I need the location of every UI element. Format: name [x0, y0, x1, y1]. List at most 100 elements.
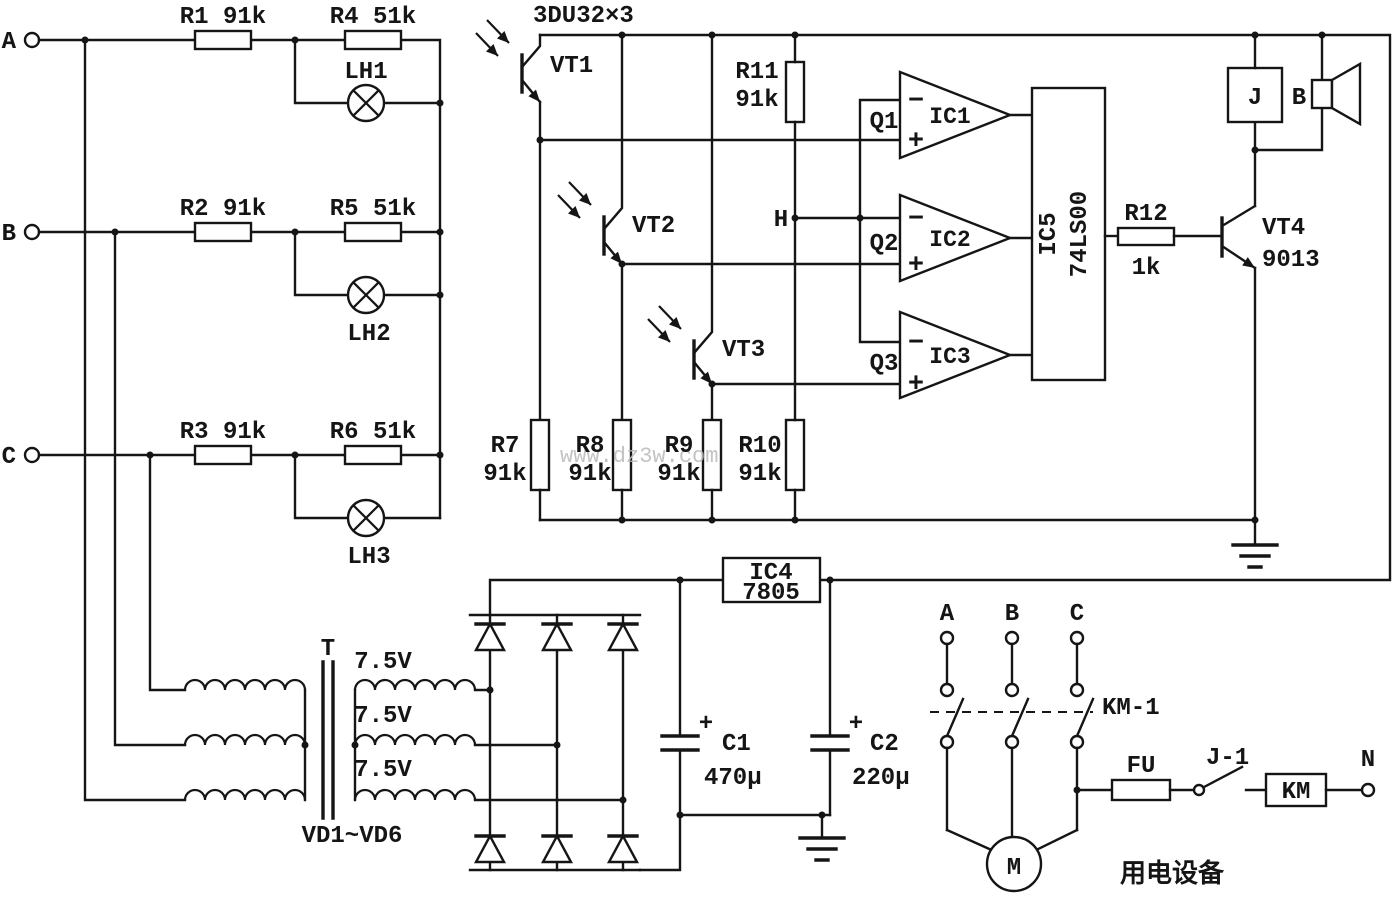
resistor-r3 [193, 444, 253, 466]
transformer-t-label: T [321, 636, 335, 663]
primary-winding-1 [183, 678, 307, 691]
vt3-label: VT3 [722, 337, 765, 364]
q2-label: Q2 [870, 231, 899, 258]
j1-contact-blade [1202, 765, 1244, 789]
ground-symbol-right [1231, 518, 1279, 569]
fuse-fu [1110, 778, 1172, 802]
watermark-text: www.dz3w.com [560, 444, 718, 469]
n-terminal-label: N [1361, 747, 1375, 774]
reference-net [793, 33, 902, 422]
r9-name: R9 [665, 433, 694, 460]
r3-label: R3 91k [180, 419, 266, 446]
ic4-part: 7805 [742, 580, 800, 607]
phase-c-net [23, 446, 442, 692]
load-phase-c-label: C [1070, 601, 1084, 628]
ic5-name: IC5 [1036, 212, 1063, 255]
terminal-c [23, 446, 41, 464]
r10-name: R10 [738, 433, 781, 460]
lamp-lh1 [346, 83, 386, 123]
resistor-r2 [193, 221, 253, 243]
lh2-label: LH2 [347, 321, 390, 348]
nand-ic5 [1030, 86, 1120, 382]
lamp-lh3 [346, 498, 386, 538]
phototransistor-type-label: 3DU32×3 [533, 3, 634, 30]
r7-value: 91k [483, 461, 526, 488]
comparator-ic1 [898, 70, 1034, 160]
km1-label: KM-1 [1102, 695, 1160, 722]
diode [540, 833, 574, 864]
ic1-plus-sign: + [908, 127, 924, 157]
km1-contacts [930, 697, 1095, 738]
load-phase-b-label: B [1005, 601, 1019, 628]
resistor-r1 [193, 29, 253, 51]
ground-rail [538, 488, 1257, 522]
winding2-voltage: 7.5V [354, 703, 412, 730]
transformer [183, 660, 625, 820]
ic2-minus-sign: − [908, 205, 924, 235]
r10-value: 91k [738, 461, 781, 488]
c1-value: 470μ [704, 765, 762, 792]
c2-name: C2 [870, 731, 899, 758]
capacitor-c2 [810, 578, 850, 817]
ic2-label: IC2 [929, 227, 970, 253]
primary-winding-3 [183, 788, 307, 801]
relay-j-label: J [1248, 85, 1262, 112]
regulator-ic4 [721, 556, 822, 604]
diode [473, 621, 507, 652]
ic3-plus-sign: + [908, 370, 924, 400]
r11-value: 91k [735, 87, 778, 114]
load-terminal-c [1069, 630, 1085, 646]
winding3-voltage: 7.5V [354, 757, 412, 784]
vt3-phototransistor [647, 33, 902, 422]
power-supply [183, 556, 850, 872]
load-caption: 用电设备 [1120, 859, 1225, 890]
r5-label: R5 51k [330, 196, 416, 223]
lamp-lh2 [346, 275, 386, 315]
vt1-label: VT1 [550, 53, 593, 80]
r12-name: R12 [1124, 201, 1167, 228]
resistor-r5 [343, 221, 403, 243]
q3-label: Q3 [870, 351, 899, 378]
r8-name: R8 [576, 433, 605, 460]
secondary-winding-1 [353, 678, 477, 691]
rectifier-label: VD1~VD6 [302, 823, 403, 850]
r1-label: R1 91k [180, 4, 266, 31]
primary-winding-2 [183, 733, 307, 746]
vt4-part: 9013 [1262, 247, 1320, 274]
q1-label: Q1 [870, 109, 899, 136]
r9-value: 91k [657, 461, 700, 488]
r6-label: R6 51k [330, 419, 416, 446]
terminal-c-label: C [2, 444, 16, 471]
relay-coil-j [1226, 66, 1284, 124]
resistor-r4 [343, 29, 403, 51]
capacitor-c1 [660, 578, 700, 817]
r12-value: 1k [1132, 255, 1161, 282]
j1-label: J-1 [1206, 745, 1249, 772]
lh1-label: LH1 [344, 59, 387, 86]
winding1-voltage: 7.5V [354, 649, 412, 676]
sounder-symbol [1253, 33, 1362, 152]
diode [606, 833, 640, 864]
resistor-r6 [343, 444, 403, 466]
lh3-label: LH3 [347, 544, 390, 571]
phase-a-net [23, 31, 442, 802]
load-terminal-b [1004, 630, 1020, 646]
vt2-phototransistor [557, 33, 902, 422]
terminal-b-label: B [2, 221, 16, 248]
bridge-rectifier [468, 613, 682, 872]
diode [540, 621, 574, 652]
ground-symbol-bottom [798, 813, 846, 862]
c2-value: 220μ [852, 765, 910, 792]
c1-name: C1 [722, 731, 751, 758]
r7-name: R7 [491, 433, 520, 460]
terminal-a [23, 31, 41, 49]
c1-polarity: + [699, 711, 713, 738]
driver-stage [1116, 33, 1362, 569]
load-phase-a-label: A [940, 601, 955, 628]
ic3-minus-sign: − [908, 329, 924, 359]
fu-label: FU [1127, 753, 1156, 780]
diode [473, 833, 507, 864]
comparator-ic2 [898, 193, 1034, 283]
ic4-name: IC4 [749, 560, 792, 587]
